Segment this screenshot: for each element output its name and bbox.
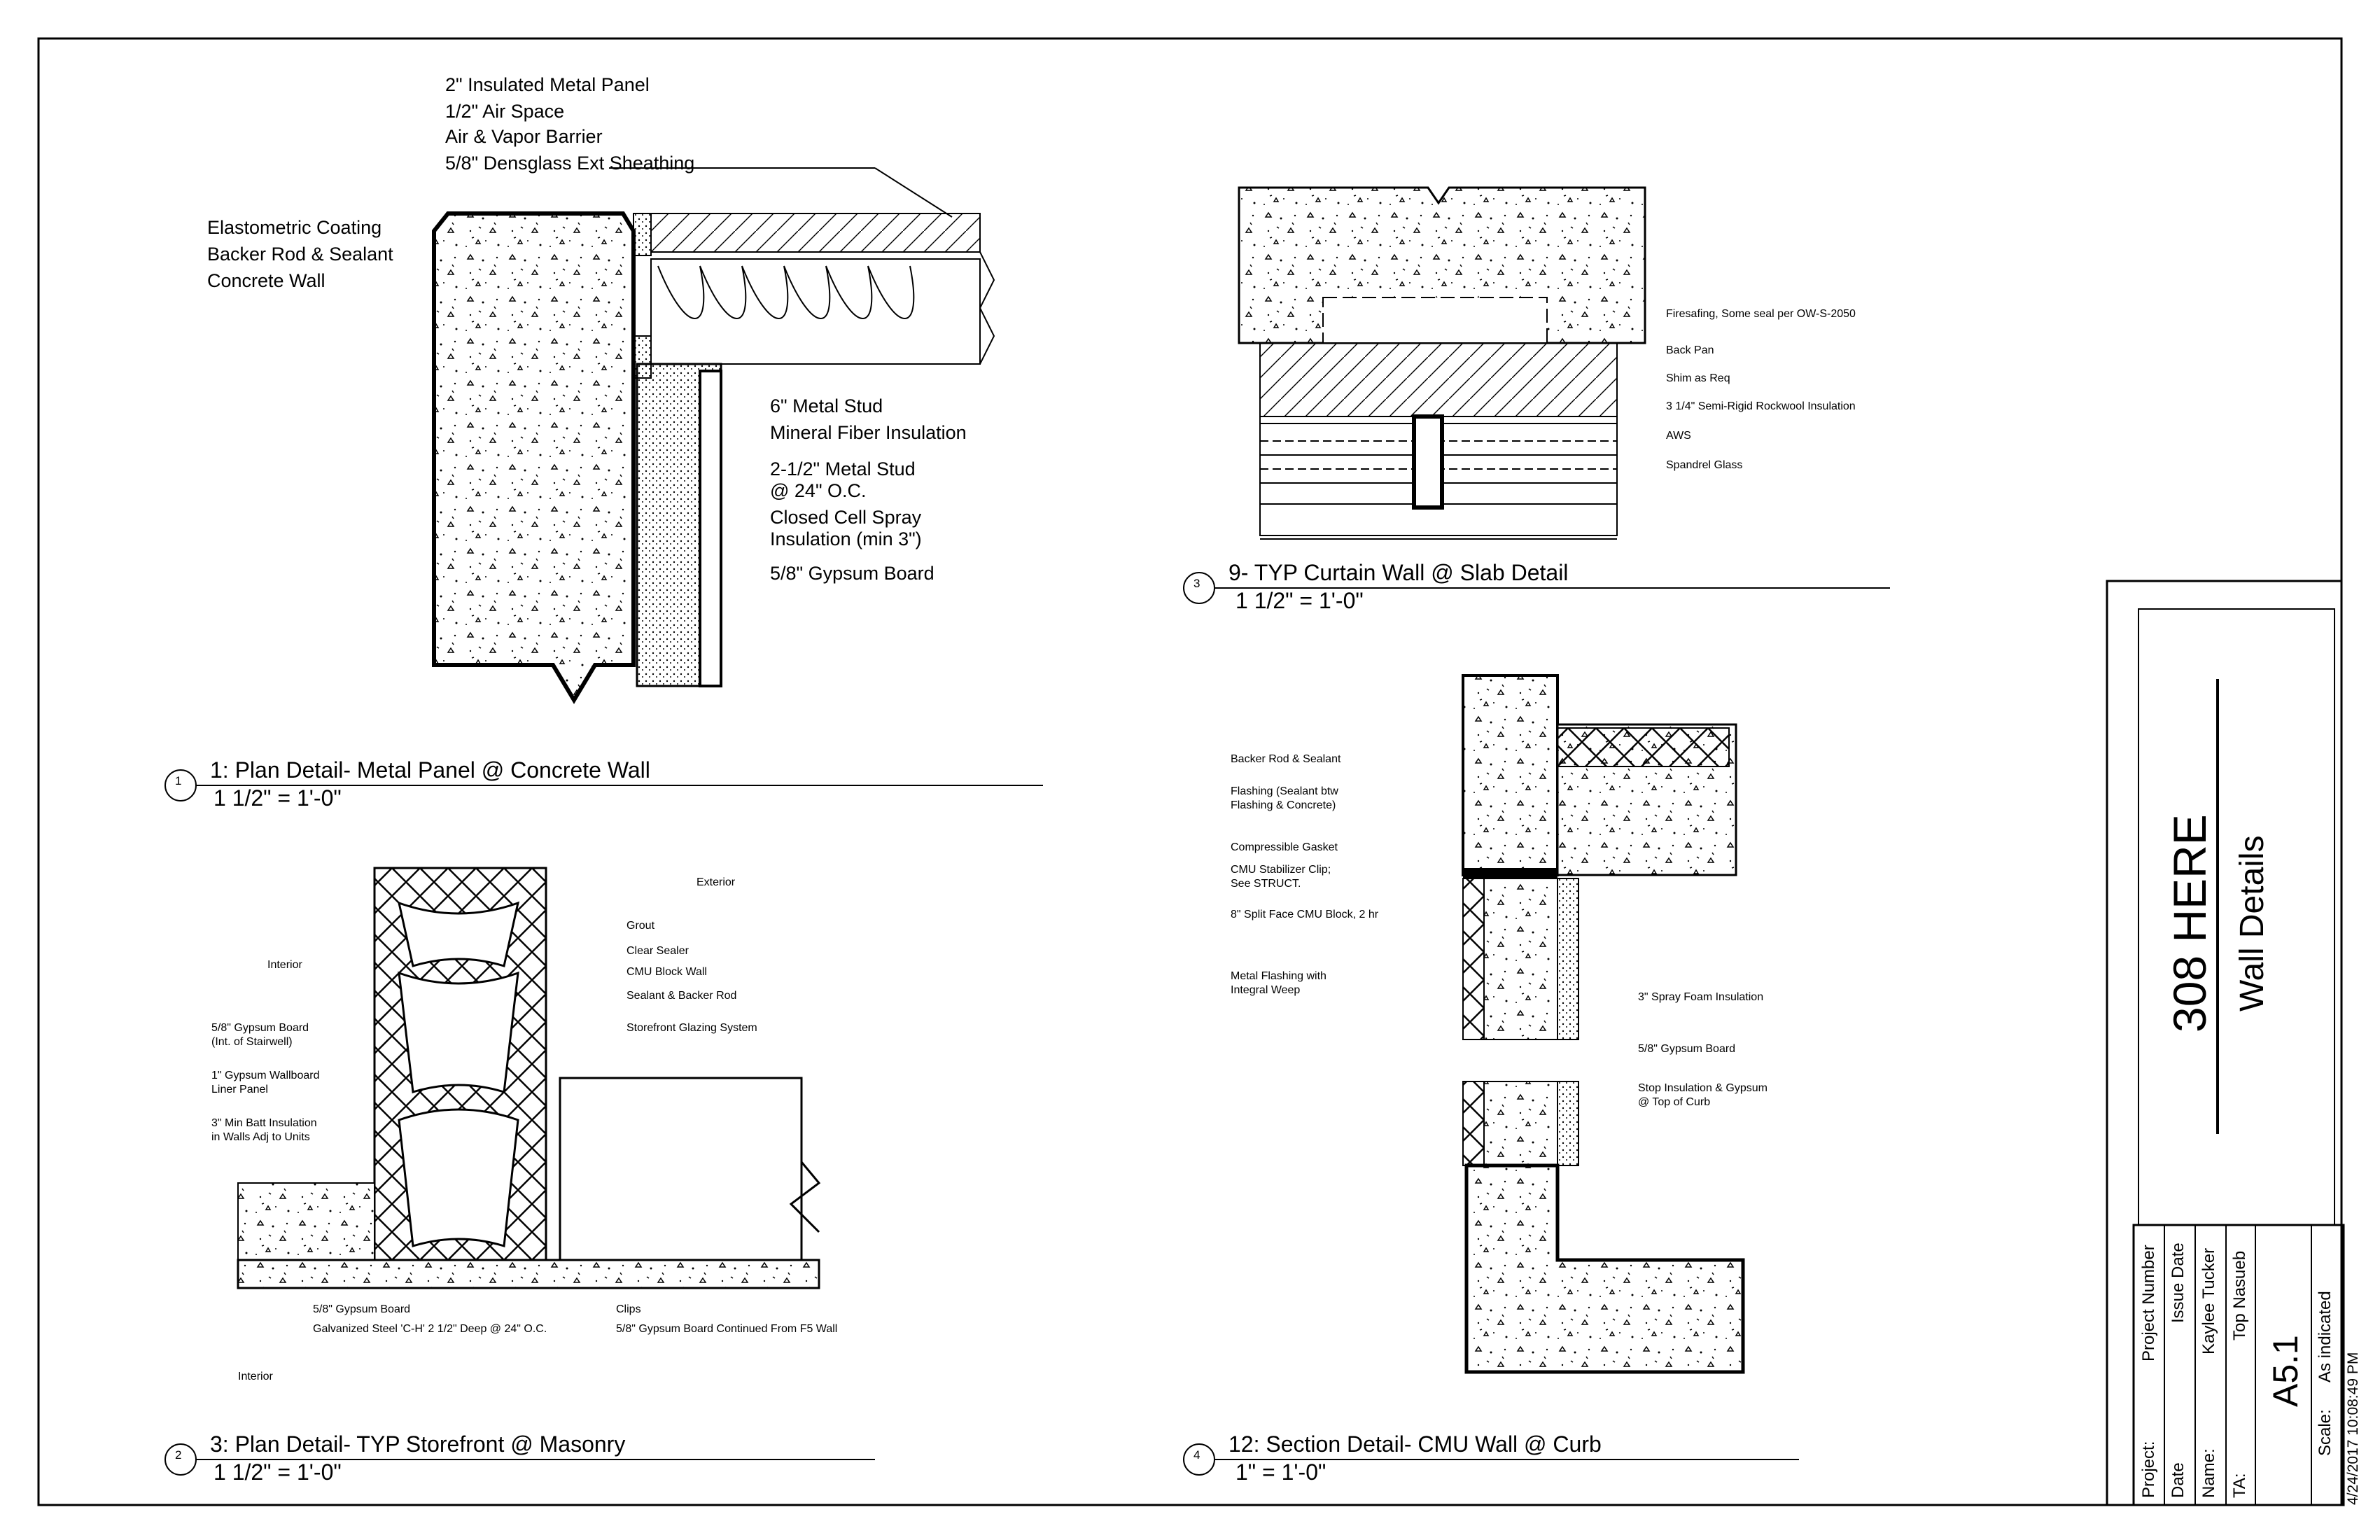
detail-1-drawing (432, 167, 995, 704)
label: Metal Flashing with (1231, 970, 1326, 982)
detail-3-scale: 1 1/2" = 1'-0" (1236, 588, 1364, 613)
label: @ Top of Curb (1638, 1096, 1711, 1108)
label: Backer Rod & Sealant (1231, 753, 1341, 765)
label: Mineral Fiber Insulation (770, 422, 967, 443)
sheet-number: A5.1 (2266, 1335, 2305, 1407)
project-name: 308 HERE (2164, 814, 2216, 1032)
detail-4-scale: 1" = 1'-0" (1236, 1460, 1326, 1485)
detail-3-number: 3 (1194, 577, 1200, 590)
label: @ 24" O.C. (770, 480, 867, 501)
label: Integral Weep (1231, 984, 1301, 996)
detail-2-drawing (237, 867, 821, 1289)
label: Liner Panel (211, 1084, 268, 1096)
detail-1-title: 1: Plan Detail- Metal Panel @ Concrete W… (210, 757, 650, 783)
scale-label: Scale: (2316, 1409, 2334, 1456)
label: in Walls Adj to Units (211, 1131, 310, 1143)
label: 5/8" Gypsum Board (770, 563, 934, 584)
detail-1-number: 1 (175, 774, 182, 788)
label: 5/8" Gypsum Board (1638, 1043, 1736, 1055)
field-label-ta: TA: (2230, 1473, 2249, 1498)
label: 2-1/2" Metal Stud (770, 458, 916, 479)
field-value-date: Issue Date (2169, 1242, 2188, 1323)
label: 5/8" Gypsum Board (211, 1022, 309, 1034)
label: Elastometric Coating (207, 217, 382, 238)
detail-4-title: 12: Section Detail- CMU Wall @ Curb (1228, 1432, 1602, 1457)
label: 8" Split Face CMU Block, 2 hr (1231, 909, 1379, 920)
label: 2" Insulated Metal Panel (445, 74, 650, 95)
detail-4-number: 4 (1194, 1448, 1200, 1462)
label: Grout (626, 920, 655, 932)
title-block-frame (2106, 580, 2345, 1506)
detail-3-drawing (1238, 186, 1646, 540)
label: CMU Stabilizer Clip; (1231, 864, 1331, 876)
label: Back Pan (1666, 344, 1714, 356)
field-value-name: Kaylee Tucker (2199, 1247, 2218, 1354)
field-value-ta: Top Nasueb (2230, 1250, 2249, 1340)
label: 5/8" Gypsum Board (313, 1303, 411, 1315)
label: 6" Metal Stud (770, 396, 883, 416)
label: Clear Sealer (626, 945, 689, 957)
label: Interior (238, 1371, 273, 1382)
field-label-date: Date (2169, 1462, 2188, 1498)
field-label-name: Name: (2199, 1448, 2218, 1498)
label: 3 1/4" Semi-Rigid Rockwool Insulation (1666, 400, 1856, 412)
label: Insulation (min 3") (770, 528, 922, 550)
label: Sealant & Backer Rod (626, 990, 737, 1002)
detail-2-scale: 1 1/2" = 1'-0" (214, 1460, 342, 1485)
detail-4-drawing (1462, 674, 1745, 1374)
label: Spandrel Glass (1666, 459, 1743, 471)
label: Compressible Gasket (1231, 841, 1338, 853)
field-label-project: Project: (2139, 1441, 2158, 1498)
detail-3-title: 9- TYP Curtain Wall @ Slab Detail (1228, 560, 1569, 585)
label: CMU Block Wall (626, 966, 707, 978)
label: Flashing (Sealant btw (1231, 785, 1338, 797)
timestamp: 4/24/2017 10:08:49 PM (2345, 1352, 2361, 1505)
label: 3" Min Batt Insulation (211, 1117, 317, 1129)
label: Clips (616, 1303, 641, 1315)
detail-1-marker (164, 769, 197, 802)
label: 5/8" Densglass Ext Sheathing (445, 153, 695, 174)
scale-value: As indicated (2316, 1291, 2334, 1382)
field-value-project: Project Number (2139, 1245, 2158, 1362)
label: Flashing & Concrete) (1231, 799, 1336, 811)
label: 3" Spray Foam Insulation (1638, 991, 1764, 1003)
label: Air & Vapor Barrier (445, 126, 603, 147)
detail-4-marker (1183, 1443, 1215, 1476)
label: 5/8" Gypsum Board Continued From F5 Wall (616, 1323, 838, 1335)
label: 1" Gypsum Wallboard (211, 1070, 320, 1082)
detail-3-marker (1183, 572, 1215, 604)
sheet-title: Wall Details (2234, 835, 2271, 1011)
label: Interior (267, 959, 302, 971)
label: Storefront Glazing System (626, 1022, 757, 1034)
label: 1/2" Air Space (445, 101, 565, 122)
label: AWS (1666, 430, 1691, 442)
detail-2-marker (164, 1443, 197, 1476)
label: Closed Cell Spray (770, 507, 922, 528)
detail-2-number: 2 (175, 1448, 182, 1462)
label: Exterior (696, 876, 736, 888)
label: (Int. of Stairwell) (211, 1036, 293, 1048)
label: Stop Insulation & Gypsum (1638, 1082, 1768, 1094)
label: Backer Rod & Sealant (207, 244, 393, 265)
label: Firesafing, Some seal per OW-S-2050 (1666, 308, 1856, 320)
label: Galvanized Steel 'C-H' 2 1/2" Deep @ 24"… (313, 1323, 547, 1335)
detail-2-title: 3: Plan Detail- TYP Storefront @ Masonry (210, 1432, 626, 1457)
label: Concrete Wall (207, 270, 326, 291)
label: Shim as Req (1666, 372, 1730, 384)
detail-1-scale: 1 1/2" = 1'-0" (214, 785, 342, 811)
label: See STRUCT. (1231, 878, 1301, 890)
